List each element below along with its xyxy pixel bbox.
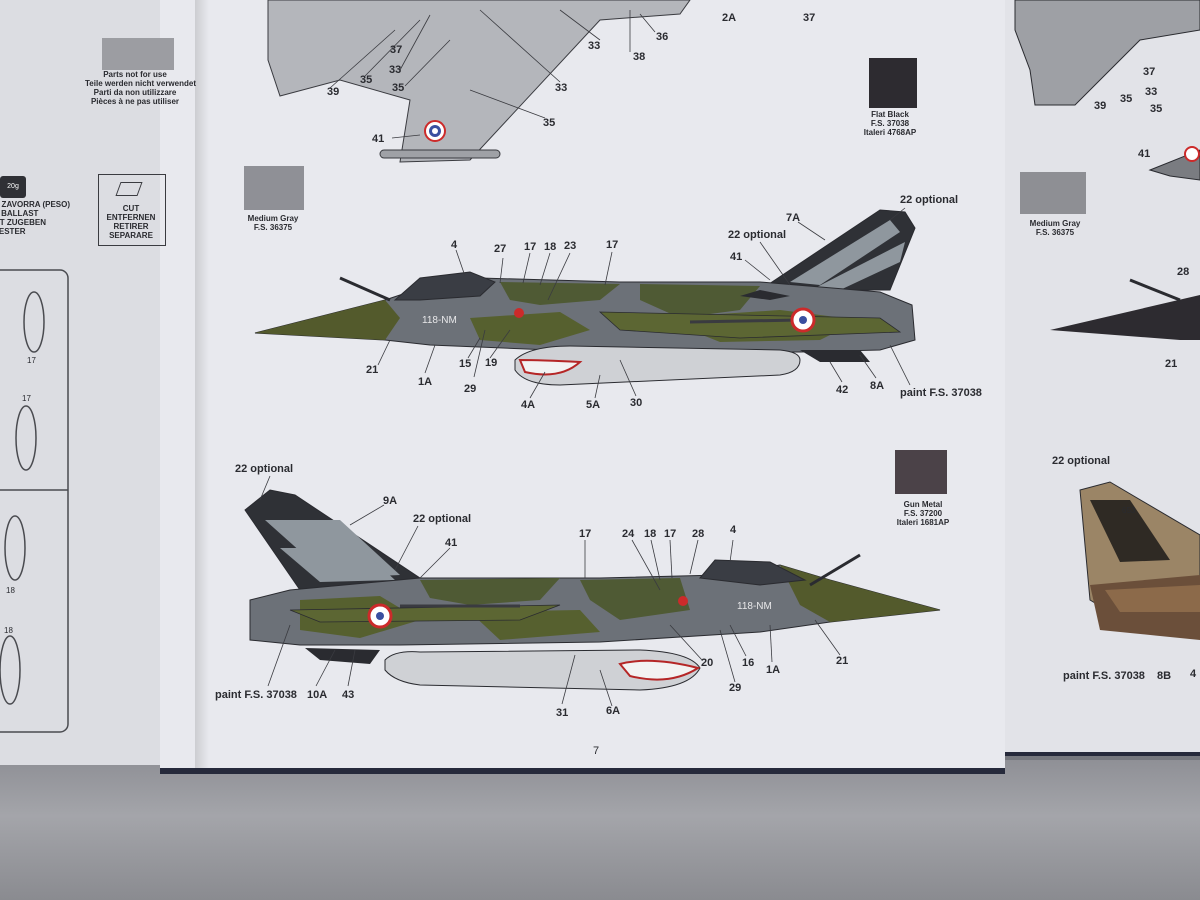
callout-a1-27: 27 — [494, 243, 507, 255]
callout-top-36: 36 — [656, 31, 669, 43]
swatch-gun-metal — [895, 450, 947, 494]
callout-top-39: 39 — [327, 86, 340, 98]
cut-label: CUT ENTFERNEN RETIRER SEPARARE — [106, 204, 156, 240]
callout-r-35a: 35 — [1120, 93, 1133, 105]
callout-top-37a: 37 — [803, 12, 816, 24]
callout-a1-17b: 17 — [606, 239, 619, 251]
callout-a1-30: 30 — [630, 397, 643, 409]
callout-top-38: 38 — [633, 51, 646, 63]
callout-a2-1A: 1A — [766, 664, 781, 676]
callout-a2-17a: 17 — [579, 528, 592, 540]
ballast-label: E ZAVORRA (PESO) T BALLAST UT ZUGEBEN LE… — [0, 200, 71, 236]
sprue-label-18b: 18 — [4, 626, 13, 635]
callout-a1-19: 19 — [485, 357, 498, 369]
sprue-label-18a: 18 — [6, 586, 15, 595]
callout-a2-22-optional-b: 22 optional — [413, 513, 472, 525]
callout-a2-16: 16 — [742, 657, 755, 669]
parts-not-for-use-label: Parts not for use Teile werden nicht ver… — [85, 70, 196, 106]
callout-r-21: 21 — [1165, 358, 1178, 370]
page-fold — [195, 0, 209, 768]
callout-top-33a: 33 — [389, 64, 402, 76]
callout-a2-41: 41 — [445, 537, 458, 549]
aircraft-1-code: 118-NM — [422, 315, 457, 326]
callout-a2-21: 21 — [836, 655, 849, 667]
callout-a2-20: 20 — [701, 657, 714, 669]
callout-a2-9A: 9A — [383, 495, 398, 507]
callout-a1-18: 18 — [544, 241, 557, 253]
gun-metal-label: Gun Metal F.S. 37200 Italeri 1681AP — [896, 500, 950, 527]
callout-r-35b: 35 — [1150, 103, 1163, 115]
callout-a2-4: 4 — [730, 524, 737, 536]
callout-top-41: 41 — [372, 133, 385, 145]
callout-r-39: 39 — [1094, 100, 1107, 112]
table-surface — [0, 760, 1200, 900]
callout-a1-4A: 4A — [521, 399, 536, 411]
callout-top-35b: 35 — [392, 82, 405, 94]
page-number: 7 — [593, 745, 600, 757]
callout-a1-22-optional-a: 22 optional — [728, 229, 787, 241]
flat-black-label: Flat Black F.S. 37038 Italeri 4768AP — [863, 110, 917, 137]
callout-r-8B: 8B — [1157, 670, 1172, 682]
callout-a1-7A: 7A — [786, 212, 801, 224]
callout-top-2A: 2A — [722, 12, 737, 24]
callout-r-28: 28 — [1177, 266, 1190, 278]
callout-a1-paint: paint F.S. 37038 — [900, 387, 982, 399]
ballast-weight-icon: 20g — [0, 176, 26, 198]
cut-box — [98, 174, 166, 246]
medium-gray-label: Medium Gray F.S. 36375 — [247, 214, 299, 232]
sprue-label-17b: 17 — [22, 394, 31, 403]
swatch-parts-not-for-use — [102, 38, 174, 70]
callout-a1-4: 4 — [451, 239, 458, 251]
callout-r-41: 41 — [1138, 148, 1151, 160]
callout-r-22-optional: 22 optional — [1052, 455, 1111, 467]
callout-a2-17b: 17 — [664, 528, 677, 540]
callout-r-4: 4 — [1190, 668, 1197, 680]
callout-top-35a: 35 — [360, 74, 373, 86]
swatch-medium-gray — [244, 166, 304, 210]
callout-top-35c: 35 — [543, 117, 556, 129]
medium-gray-right-label: Medium Gray F.S. 36375 — [1029, 219, 1081, 237]
sprue-label-17a: 17 — [27, 356, 36, 365]
swatch-medium-gray-right — [1020, 172, 1086, 214]
callout-a1-1A: 1A — [418, 376, 433, 388]
swatch-flat-black — [869, 58, 917, 108]
callout-a2-43: 43 — [342, 689, 355, 701]
callout-a2-31: 31 — [556, 707, 569, 719]
callout-a1-15: 15 — [459, 358, 472, 370]
callout-a1-42: 42 — [836, 384, 849, 396]
aircraft-2-code: 118-NM — [737, 601, 772, 612]
callout-a1-5A: 5A — [586, 399, 601, 411]
callout-a2-10A: 10A — [307, 689, 328, 701]
callout-a1-29: 29 — [464, 383, 477, 395]
callout-r-paint: paint F.S. 37038 — [1063, 670, 1145, 682]
callout-a2-6A: 6A — [606, 705, 621, 717]
callout-r-37: 37 — [1143, 66, 1156, 78]
callout-r-653: 653 — [1122, 506, 1136, 515]
callout-r-33: 33 — [1145, 86, 1158, 98]
callout-a2-18: 18 — [644, 528, 657, 540]
callout-a1-21: 21 — [366, 364, 379, 376]
callout-top-33c: 33 — [555, 82, 568, 94]
callout-a1-22-optional-b: 22 optional — [900, 194, 959, 206]
callout-a2-24: 24 — [622, 528, 635, 540]
callout-a1-17a: 17 — [524, 241, 537, 253]
callout-top-33b: 33 — [588, 40, 601, 52]
callout-a2-paint: paint F.S. 37038 — [215, 689, 297, 701]
callout-top-37b: 37 — [390, 44, 403, 56]
callout-a1-8A: 8A — [870, 380, 885, 392]
callout-a2-29: 29 — [729, 682, 742, 694]
callout-a1-23: 23 — [564, 240, 577, 252]
callout-a1-41: 41 — [730, 251, 743, 263]
callout-a2-28: 28 — [692, 528, 705, 540]
callout-a2-22-optional-a: 22 optional — [235, 463, 294, 475]
